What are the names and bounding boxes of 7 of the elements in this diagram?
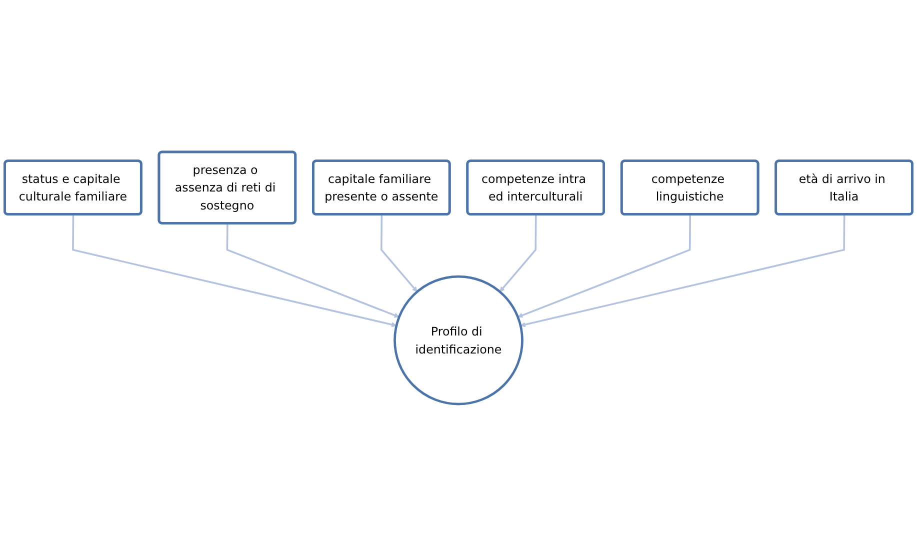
arrow <box>226 223 400 318</box>
arrow <box>518 214 692 318</box>
arrow <box>520 214 846 328</box>
arrow <box>380 214 418 292</box>
arrow <box>500 214 537 292</box>
arrow <box>72 214 397 328</box>
node-circle: Profilo di identificazione <box>394 275 524 406</box>
